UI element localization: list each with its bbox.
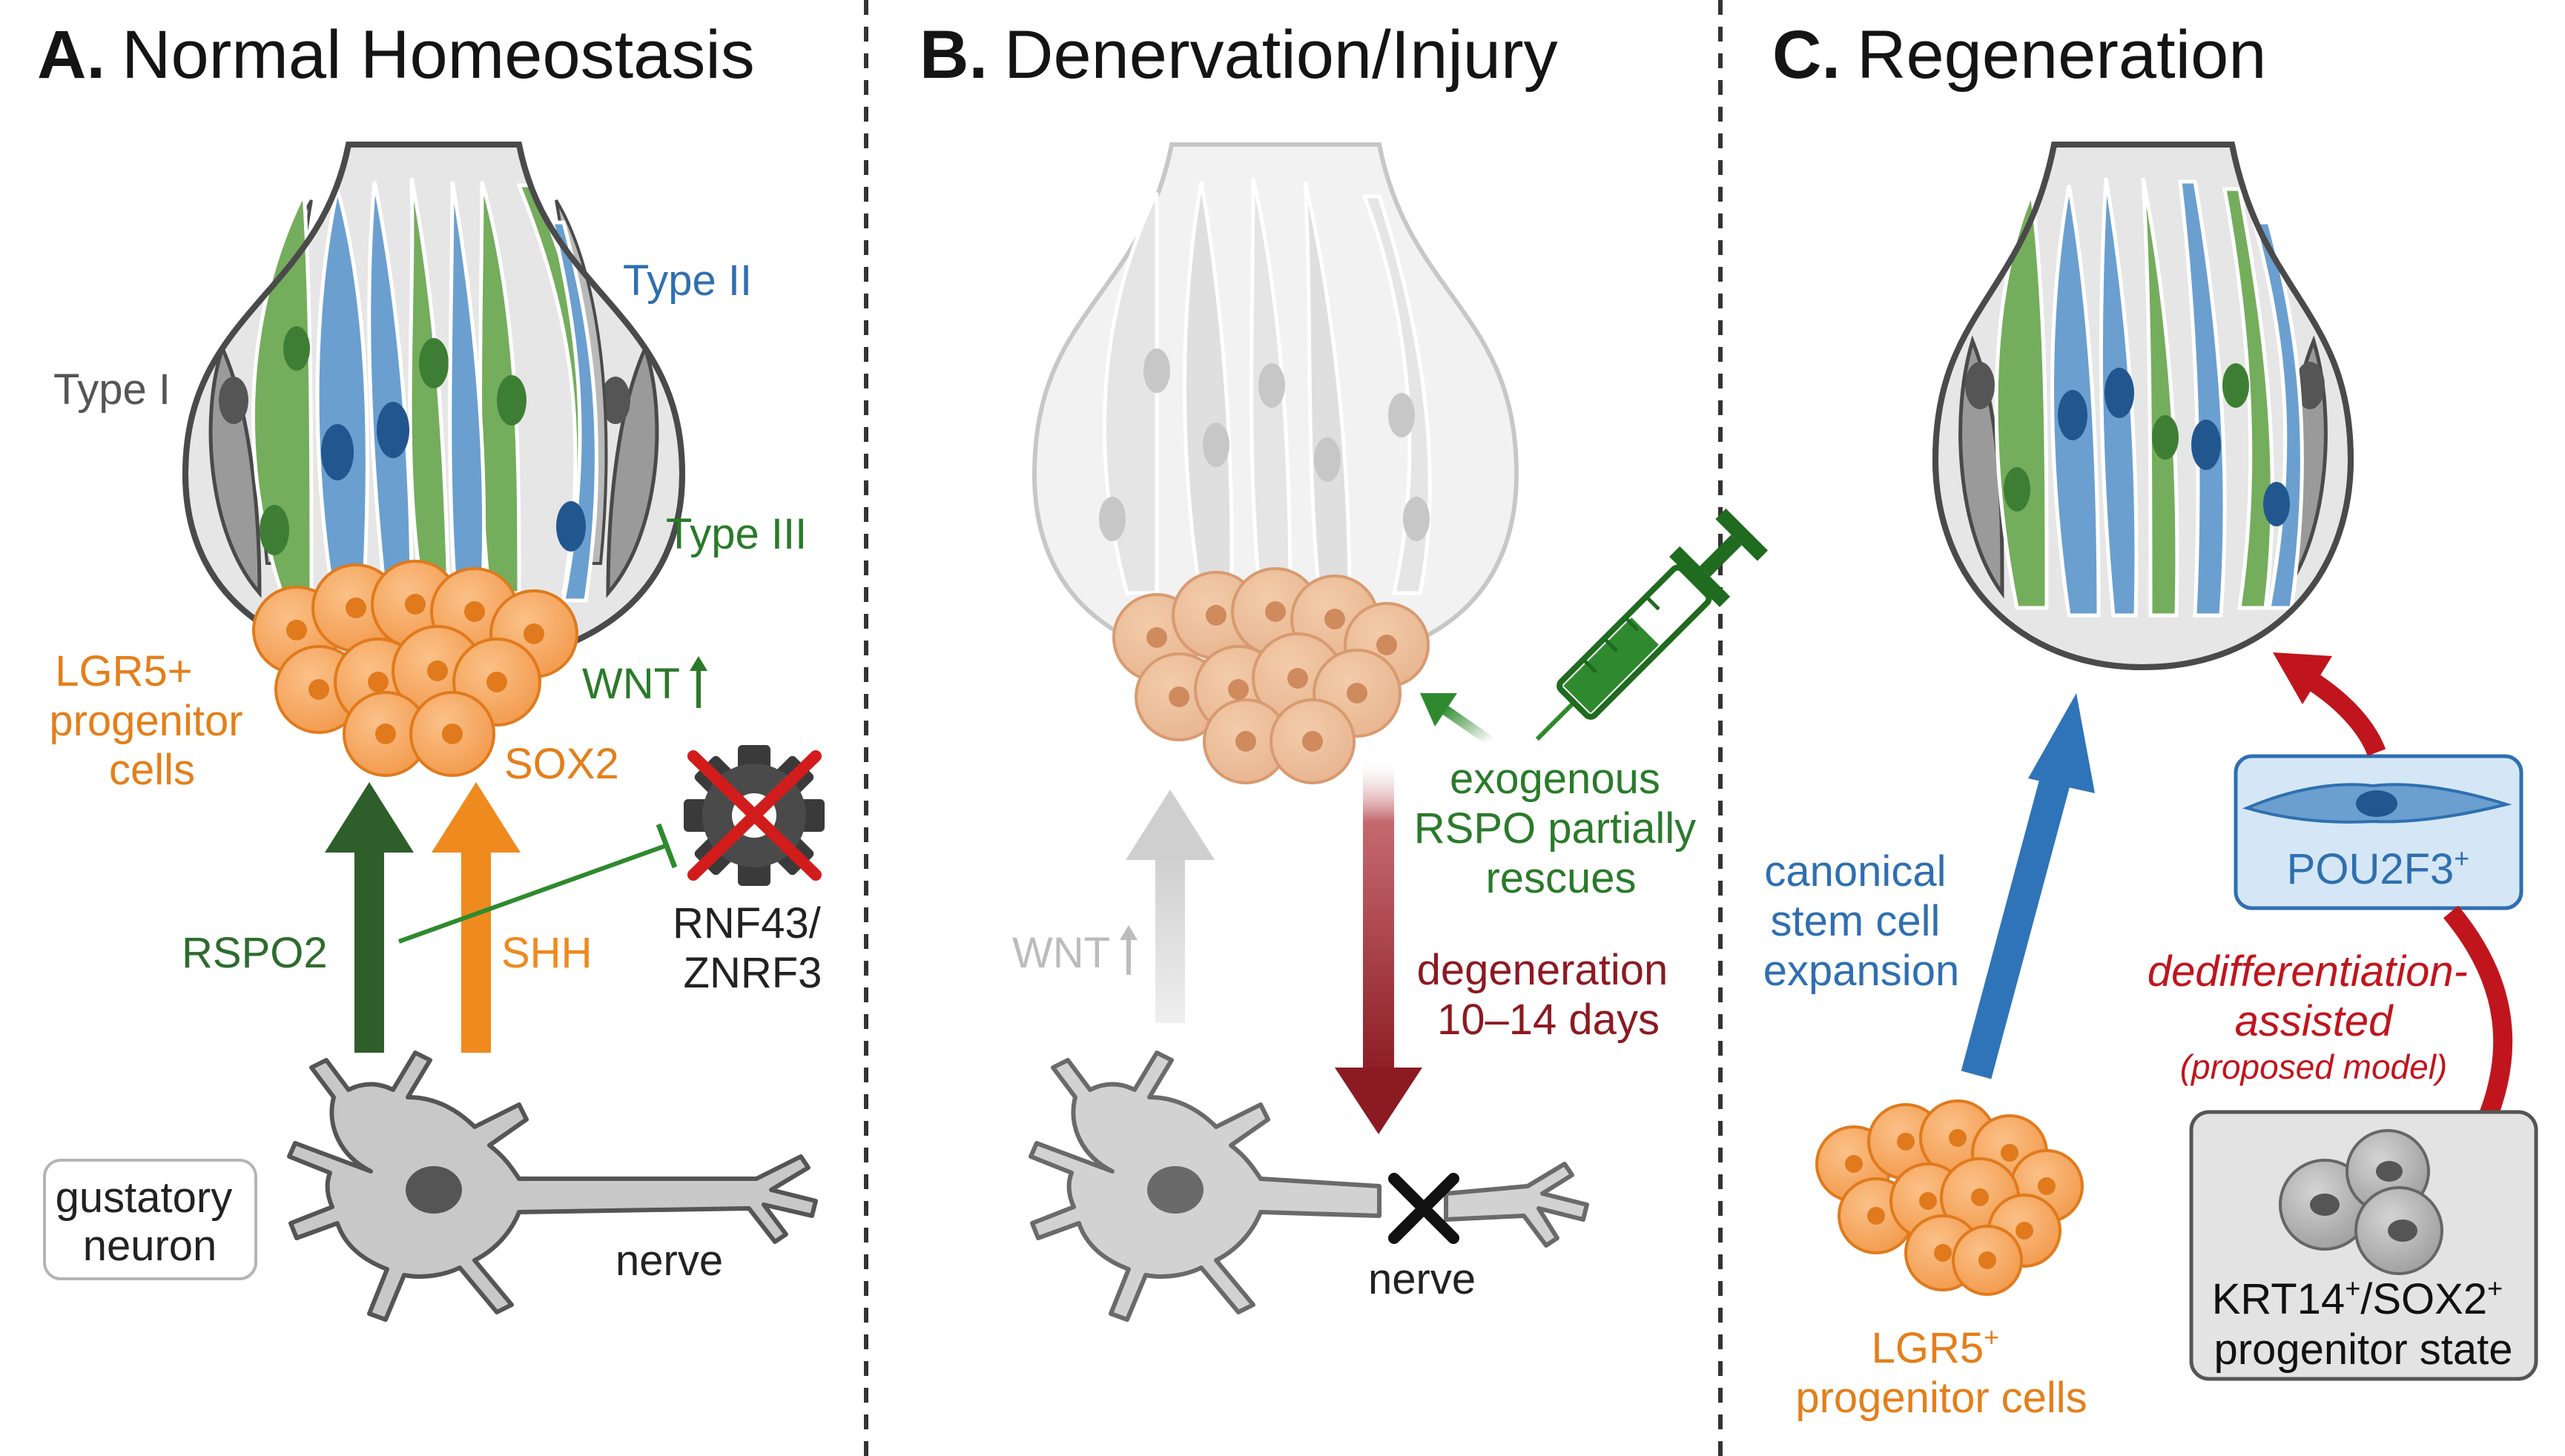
- rnf43-label: RNF43/ ZNRF3: [673, 899, 833, 997]
- rspo2-up-arrow-icon: [325, 782, 414, 1053]
- svg-text:gustatory neuron: gustatory neuron: [56, 1174, 245, 1270]
- progenitor-cluster-c: [1815, 1099, 2084, 1296]
- krt14-line2: progenitor state: [2214, 1326, 2512, 1374]
- panel-c-title-text: Regeneration: [1857, 17, 2266, 93]
- panel-b-letter: B.: [920, 17, 988, 93]
- rnf43-line1: RNF43/: [673, 899, 822, 947]
- rnf43-line2: ZNRF3: [684, 949, 822, 997]
- degeneration-label: degeneration 10–14 days: [1417, 946, 1680, 1044]
- gustatory-line1: gustatory: [56, 1174, 233, 1222]
- proposed-model-label: (proposed model): [2180, 1048, 2448, 1086]
- panel-a-title: A.Normal Homeostasis: [37, 17, 755, 93]
- panel-b: exogenous RSPO partially rescues WNT deg…: [1012, 142, 1769, 1322]
- taste-bud-a: [182, 142, 686, 671]
- canonical-line2: stem cell: [1771, 897, 1941, 945]
- sox2-label: SOX2: [504, 740, 619, 788]
- lgr5-line1: LGR5+: [55, 647, 192, 695]
- lgr5-progenitor-label-a: LGR5+ progenitor cells: [49, 647, 254, 794]
- rspo2-label: RSPO2: [182, 929, 328, 977]
- pou2f3-box: POU2F3+: [2234, 754, 2523, 910]
- progenitor-cluster-b: [1112, 567, 1430, 784]
- panel-b-title-text: Denervation/Injury: [1004, 17, 1558, 93]
- panel-c: canonical stem cell expansion: [1763, 142, 2538, 1422]
- panel-a-title-text: Normal Homeostasis: [122, 17, 755, 93]
- wnt-faded-up-icon: [1120, 925, 1138, 975]
- exogenous-rspo-label: exogenous RSPO partially rescues: [1414, 755, 1708, 902]
- canonical-up-arrow-icon: [1961, 693, 2095, 1079]
- taste-bud-c: [1932, 142, 2354, 671]
- dedif-label: dedifferentiation- assisted: [2148, 947, 2480, 1045]
- lgr5-line2: progenitor: [49, 697, 242, 745]
- canonical-line3: expansion: [1763, 947, 1959, 995]
- inhibition-arrow-icon: [397, 823, 678, 944]
- lgr5-c-line1: LGR5+: [1872, 1322, 2000, 1372]
- panel-c-title: C.Regeneration: [1772, 17, 2266, 93]
- lgr5-line3: cells: [109, 746, 195, 794]
- panel-a: Type II Type I Type III WNT LGR5+ progen…: [43, 142, 833, 1322]
- neuron-icon-b: [1029, 1050, 1589, 1322]
- panel-b-title: B.Denervation/Injury: [920, 17, 1558, 93]
- wnt-up-arrow-icon: [690, 656, 707, 708]
- type-ii-label: Type II: [623, 257, 752, 305]
- wnt-faded-arrow-icon: [1126, 790, 1215, 1023]
- exogenous-line2: RSPO partially: [1414, 804, 1696, 853]
- pou2f3-label: POU2F3+: [2287, 843, 2470, 893]
- type-iii-label: Type III: [666, 510, 807, 558]
- wnt-label-b: WNT: [1012, 929, 1110, 977]
- shh-label: SHH: [501, 929, 592, 977]
- type-i-label: Type I: [53, 365, 171, 414]
- degeneration-down-arrow-icon: [1335, 756, 1422, 1134]
- x-mark-icon: [1388, 1173, 1459, 1244]
- shh-up-arrow-icon: [432, 782, 521, 1053]
- gustatory-neuron-label-box: gustatory neuron: [43, 1159, 257, 1280]
- panel-a-letter: A.: [37, 17, 105, 93]
- wnt-label-a: WNT: [582, 660, 680, 708]
- degeneration-line2: 10–14 days: [1437, 996, 1660, 1044]
- syringe-icon: [1535, 508, 1769, 741]
- progenitor-cluster-a: [252, 560, 578, 777]
- dedif-line1: dedifferentiation-: [2148, 947, 2468, 996]
- exogenous-line3: rescues: [1485, 854, 1636, 902]
- nerve-label-b: nerve: [1368, 1255, 1476, 1303]
- degeneration-line1: degeneration: [1417, 946, 1668, 994]
- gustatory-line2: neuron: [83, 1222, 217, 1270]
- canonical-label: canonical stem cell expansion: [1763, 847, 1959, 995]
- nerve-label-a: nerve: [615, 1237, 723, 1285]
- lgr5-label-c: LGR5+ progenitor cells: [1795, 1308, 2087, 1422]
- exogenous-line1: exogenous: [1450, 755, 1660, 803]
- cross-mark-icon: [687, 750, 822, 881]
- canonical-line1: canonical: [1764, 847, 1946, 896]
- krt14-box: KRT14+/SOX2+ progenitor state: [2189, 1110, 2538, 1381]
- taste-bud-b: [1031, 142, 1519, 670]
- lgr5-c-line2: progenitor cells: [1795, 1374, 2087, 1422]
- rescue-arrow-icon: [1420, 693, 1493, 746]
- dedif-line2: assisted: [2235, 997, 2394, 1045]
- neuron-icon: [287, 1050, 818, 1322]
- krt14-label: KRT14+/SOX2+ progenitor state: [2212, 1259, 2515, 1374]
- panel-c-letter: C.: [1772, 17, 1841, 93]
